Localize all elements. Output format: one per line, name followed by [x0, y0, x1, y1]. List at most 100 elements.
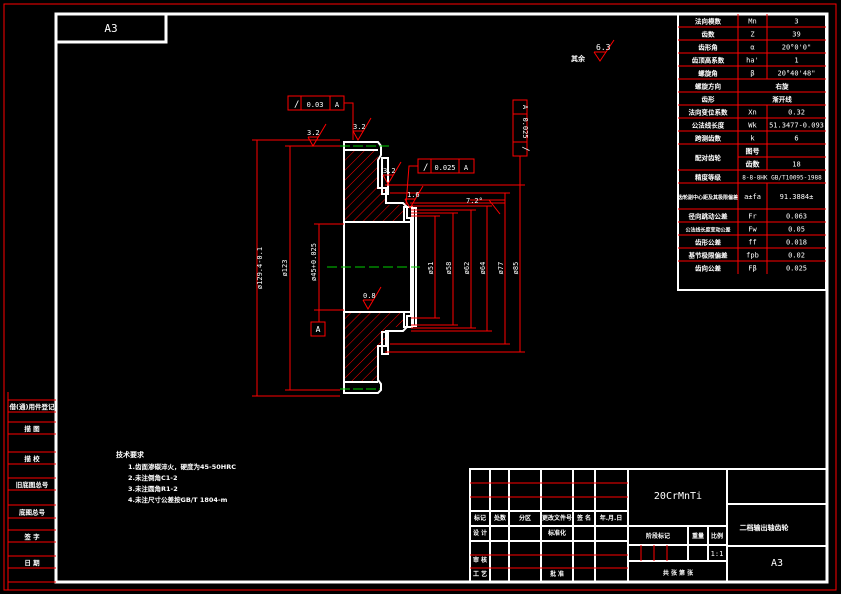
- inner-frame: [54, 12, 829, 584]
- param-row: 基节极限偏差 fpb 0.02: [688, 251, 805, 260]
- param-value: 3: [794, 18, 798, 26]
- param-name: 公法线长度变动公差: [685, 227, 730, 234]
- left-strip-label: 底图总号: [19, 508, 46, 517]
- size-label-top: A3: [104, 22, 117, 35]
- notes-line: 1.齿面渗碳淬火，硬度为45-50HRC: [128, 462, 236, 471]
- notes-line: 2.未注倒角C1-2: [128, 473, 178, 482]
- param-value: 6: [794, 135, 798, 143]
- param-name: 法向变位系数: [689, 108, 729, 117]
- roughness-4: 1.6: [407, 191, 420, 199]
- weight-label: 重量: [692, 532, 704, 540]
- roughness-2: 3.2: [353, 123, 366, 131]
- roughness-general-label: 其余: [571, 54, 586, 63]
- gear-section: [327, 141, 420, 394]
- left-strip-label: 旧底图总号: [16, 480, 49, 489]
- param-value: 0.025: [786, 265, 807, 273]
- dim-d58: ø58: [445, 262, 453, 275]
- tol2-value: 0.025: [434, 164, 455, 172]
- header-label: 签 名: [576, 514, 591, 522]
- tol3-value: 0.025: [521, 117, 529, 138]
- tolerance-frame-2: [405, 158, 475, 206]
- tech-notes: 技术要求 1.齿面渗碳淬火，硬度为45-50HRC 2.未注倒角C1-2 3.未注圆角…: [116, 450, 236, 504]
- sheet-info: 共 张 第 张: [663, 569, 694, 577]
- param-symbol: Fr: [748, 213, 756, 221]
- size-label-bottom: A3: [771, 558, 783, 569]
- param-value: 0.02: [788, 252, 805, 260]
- param-name: 法向模数: [695, 17, 722, 26]
- datum-label: A: [316, 325, 321, 334]
- param-name: 齿形公差: [695, 238, 722, 247]
- left-strip-label: 日 期: [24, 558, 40, 567]
- param-row: 配对齿轮 图号: [695, 147, 760, 163]
- header-label: 标记: [473, 514, 486, 522]
- param-symbol: Fw: [748, 226, 757, 234]
- param-name: 公法线长度: [692, 121, 725, 130]
- param-value: 8-8-8HK GB/T10095-1988: [742, 175, 822, 182]
- title-block: 标记处数分区更改文件号签 名年.月.日设 计标准化审 核工 艺批 准20CrMn…: [469, 468, 828, 583]
- dim-pitch: ø123: [281, 260, 289, 277]
- param-name: 齿向公差: [695, 264, 722, 273]
- param-symbol: k: [750, 135, 755, 143]
- roughness-general-value: 6.3: [596, 43, 611, 52]
- notes-title: 技术要求: [116, 450, 145, 459]
- param-symbol: Wk: [748, 122, 757, 130]
- param-name: 配对齿轮: [695, 153, 722, 162]
- hatch-bottom: [344, 312, 405, 382]
- param-symbol: 齿数: [746, 160, 761, 169]
- param-name: 齿形: [702, 95, 716, 104]
- param-value: 1: [794, 57, 798, 65]
- tol3-symbol: /: [520, 146, 530, 151]
- outer-border: [3, 3, 837, 591]
- tol1-symbol: /: [294, 100, 299, 110]
- param-symbol: 图号: [746, 147, 760, 156]
- param-name: 基节极限偏差: [688, 251, 729, 260]
- part-name: 二档输出轴齿轮: [740, 523, 789, 532]
- param-name: 齿形角: [698, 43, 718, 52]
- scale-label: 比例: [711, 532, 723, 540]
- notes-line: 3.未注圆角R1-2: [128, 484, 178, 493]
- left-strip-label: 签 字: [23, 532, 40, 541]
- param-symbol: ha': [746, 57, 759, 65]
- param-name: 齿数: [702, 30, 716, 39]
- design-label: 设 计: [473, 529, 487, 537]
- datum-box: [310, 321, 326, 337]
- param-name: 径向跳动公差: [689, 212, 729, 221]
- dims-right: [385, 180, 525, 353]
- dim-d85: ø85: [512, 262, 520, 275]
- param-row: 齿形渐开线: [702, 95, 793, 104]
- roughness-1: 3.2: [307, 129, 320, 137]
- notes-line: 4.未注尺寸公差按GB/T 1804-m: [128, 495, 228, 504]
- param-name: 齿顶高系数: [692, 56, 725, 65]
- dim-od-tip: ø129.4-0.1: [256, 247, 264, 289]
- roughness-5: 0.8: [363, 292, 376, 300]
- tol3-datum: A: [521, 105, 529, 110]
- left-strip-label: 描 校: [24, 454, 40, 463]
- roughness-general-icon: [593, 39, 615, 62]
- tolerance-frame-3: [512, 99, 528, 185]
- header-label: 年.月.日: [600, 514, 623, 522]
- dim-bore: ø45+0.025: [310, 243, 318, 281]
- header-label: 分区: [519, 514, 531, 522]
- material: 20CrMnTi: [654, 491, 702, 502]
- scale-value: 1:1: [711, 550, 724, 558]
- param-symbol: fpb: [746, 252, 759, 260]
- tol1-value: 0.03: [307, 101, 324, 109]
- header-label: 处数: [493, 514, 507, 522]
- param-row: 齿顶高系数 ha' 1: [692, 56, 799, 65]
- param-row: 螺旋方向右旋: [695, 82, 789, 91]
- tolerance-frame-1: [287, 95, 354, 140]
- param-value: 0.05: [788, 226, 805, 234]
